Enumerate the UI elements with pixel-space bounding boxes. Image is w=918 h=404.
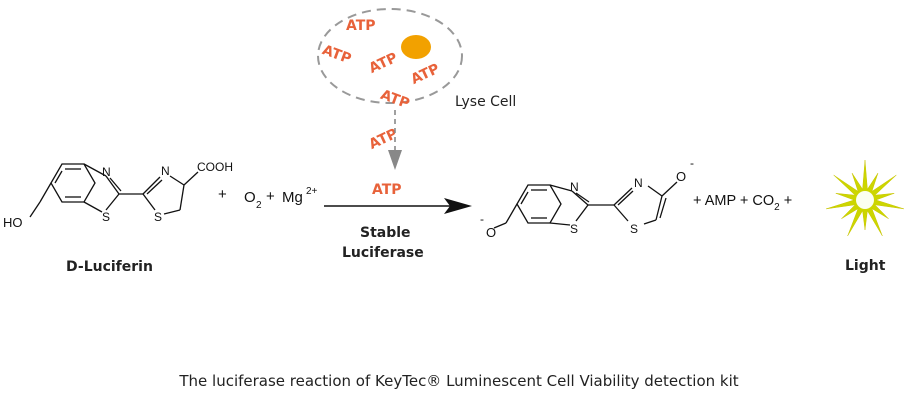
- byproducts-plus: +: [780, 193, 793, 209]
- cell-group: ATP ATP ATP ATP ATP ATP Lyse Cell: [317, 8, 516, 153]
- light-burst-core: [856, 191, 874, 209]
- product-oxygen-left-charge: -: [480, 212, 484, 226]
- oxygen-label: O: [244, 189, 256, 206]
- product-atom-s2: S: [630, 222, 638, 236]
- cell-atp-label: ATP: [409, 61, 443, 88]
- product-oxygen-right: O: [676, 169, 686, 184]
- product-atom-n1: N: [570, 180, 579, 194]
- cell-atp-label: ATP: [378, 87, 411, 112]
- cell-atp-label: ATP: [320, 42, 353, 67]
- d-luciferin-label: D-Luciferin: [66, 259, 153, 275]
- luciferin-hydroxyl: HO: [3, 215, 23, 230]
- reaction-arrow-head: [444, 198, 472, 214]
- luciferin-atom-n2: N: [161, 164, 170, 178]
- product-atom-n2: N: [634, 176, 643, 190]
- light-burst: Light: [825, 159, 905, 274]
- product-oxygen-left: O: [486, 225, 496, 240]
- cell-atp-label: ATP: [346, 18, 376, 34]
- d-luciferin-structure: HO N S N S COOH D-Luciferin: [3, 160, 233, 275]
- plus-sign: +: [266, 188, 275, 205]
- cell-nucleus: [401, 35, 431, 59]
- luciferin-atom-s2: S: [154, 210, 162, 224]
- luciferin-atom-n1: N: [102, 165, 111, 179]
- light-label: Light: [845, 258, 886, 274]
- cell-membrane: [317, 8, 463, 104]
- enzyme-label-line1: Stable: [360, 225, 411, 241]
- lyse-cell-label: Lyse Cell: [455, 94, 516, 110]
- product-oxygen-right-charge: -: [690, 156, 694, 170]
- plus-sign: +: [218, 186, 227, 203]
- reactants: + O 2 + Mg 2+: [218, 186, 318, 211]
- figure-caption: The luciferase reaction of KeyTec® Lumin…: [178, 372, 738, 390]
- byproducts-amp-co: + AMP + CO: [693, 193, 774, 209]
- byproducts-subscript: 2: [774, 202, 780, 213]
- byproducts: + AMP + CO2 +: [693, 193, 792, 213]
- release-arrow: [388, 110, 402, 170]
- oxyluciferin-structure: O - N S N S O -: [480, 156, 694, 240]
- release-arrow-head: [388, 150, 402, 170]
- byproducts-text: + AMP + CO2 +: [693, 193, 792, 213]
- luciferin-carboxyl: COOH: [197, 160, 233, 174]
- magnesium-charge: 2+: [306, 186, 318, 197]
- reaction-atp-label: ATP: [372, 182, 402, 198]
- reaction-arrow: [324, 198, 472, 214]
- product-atom-s1: S: [570, 222, 578, 236]
- luciferin-atom-s1: S: [102, 210, 110, 224]
- oxygen-subscript: 2: [256, 200, 262, 211]
- cell-atp-label: ATP: [367, 50, 401, 77]
- magnesium-label: Mg: [282, 189, 303, 206]
- enzyme-label-line2: Luciferase: [342, 245, 424, 261]
